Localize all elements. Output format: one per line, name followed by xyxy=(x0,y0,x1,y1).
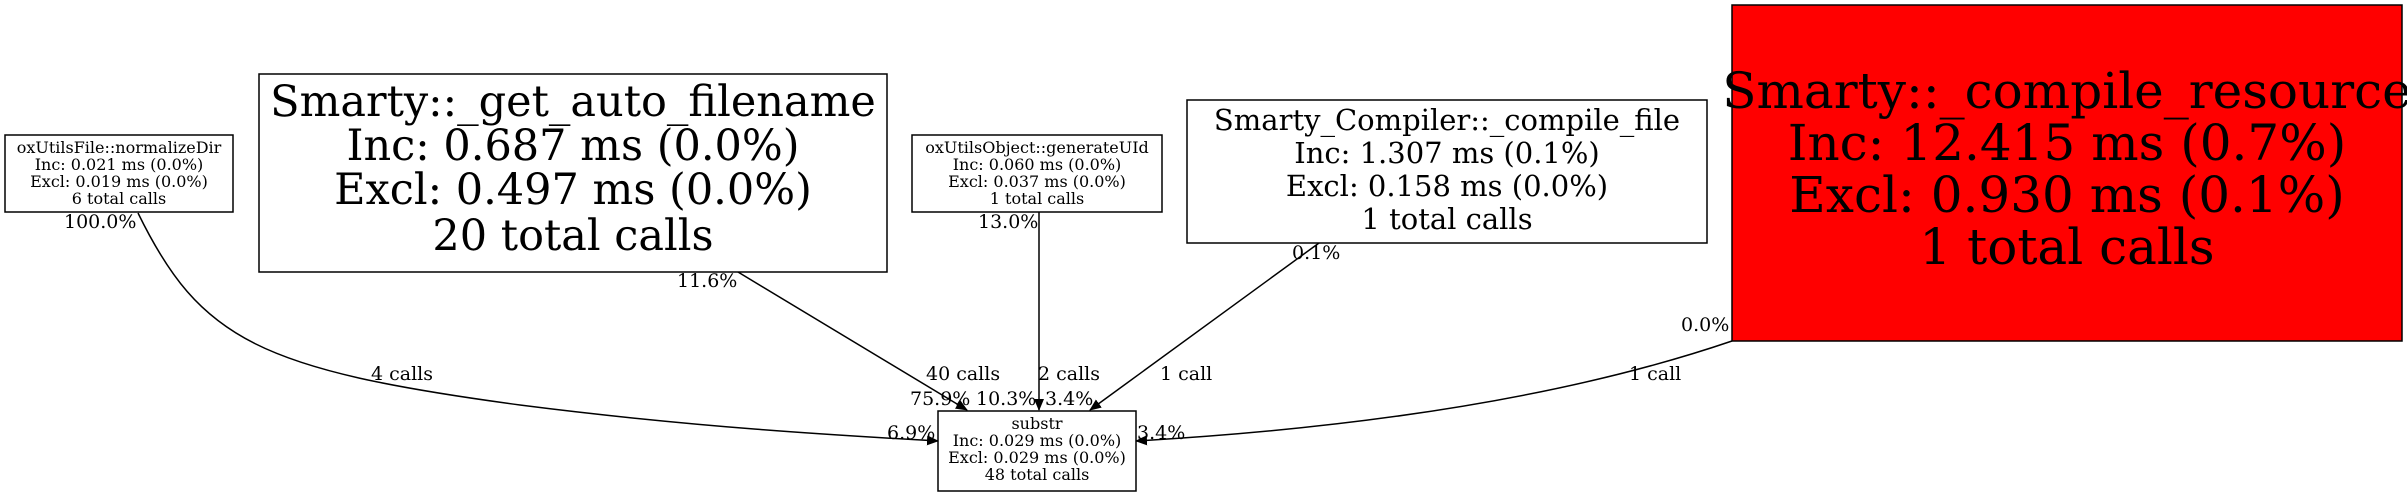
edge-calls-label: 4 calls xyxy=(371,363,433,385)
node-compile-file[interactable]: Smarty_Compiler::_compile_file Inc: 1.30… xyxy=(1186,99,1708,244)
node-calls: 1 total calls xyxy=(1919,218,2214,276)
edge-head-pct: 75.9% xyxy=(910,388,970,410)
node-calls: 48 total calls xyxy=(985,465,1090,484)
node-get-auto-filename[interactable]: Smarty::_get_auto_filename Inc: 0.687 ms… xyxy=(258,73,888,273)
node-inc: Inc: 0.060 ms (0.0%) xyxy=(953,155,1122,174)
edge-tail-pct: 11.6% xyxy=(677,270,737,292)
node-title: Smarty::_get_auto_filename xyxy=(270,77,876,127)
node-excl: Excl: 0.497 ms (0.0%) xyxy=(334,165,812,215)
node-title: oxUtilsObject::generateUId xyxy=(925,138,1149,157)
node-calls: 6 total calls xyxy=(72,189,166,208)
edge-tail-pct: 0.1% xyxy=(1292,242,1340,264)
edge-tail-pct: 100.0% xyxy=(64,211,136,233)
node-excl: Excl: 0.029 ms (0.0%) xyxy=(948,448,1126,467)
edge-head-pct: 3.4% xyxy=(1045,388,1093,410)
edge-calls-label: 1 call xyxy=(1160,363,1212,385)
edge-head-pct: 10.3% xyxy=(976,388,1036,410)
node-calls: 1 total calls xyxy=(1361,202,1532,236)
node-normalizeDir[interactable]: oxUtilsFile::normalizeDir Inc: 0.021 ms … xyxy=(4,134,234,213)
edge-compile-file-substr xyxy=(1089,242,1320,411)
node-generateUId[interactable]: oxUtilsObject::generateUId Inc: 0.060 ms… xyxy=(911,134,1163,213)
edge-normalizeDir-substr xyxy=(137,212,939,446)
node-title: Smarty::_compile_resource xyxy=(1722,62,2407,120)
node-excl: Excl: 0.930 ms (0.1%) xyxy=(1789,166,2344,224)
edge-calls-label: 2 calls xyxy=(1038,363,1100,385)
edge-head-pct: 3.4% xyxy=(1137,422,1185,444)
node-title: Smarty_Compiler::_compile_file xyxy=(1214,103,1680,138)
node-inc: Inc: 0.687 ms (0.0%) xyxy=(347,121,800,171)
node-compile-resource[interactable]: Smarty::_compile_resource Inc: 12.415 ms… xyxy=(1722,4,2407,342)
edge-tail-pct: 0.0% xyxy=(1681,314,1729,336)
node-inc: Inc: 1.307 ms (0.1%) xyxy=(1294,136,1600,170)
node-title: oxUtilsFile::normalizeDir xyxy=(17,138,222,157)
node-inc: Inc: 0.029 ms (0.0%) xyxy=(953,431,1122,450)
node-title: substr xyxy=(1011,414,1062,433)
edge-calls-label: 40 calls xyxy=(926,363,1000,385)
edge-tail-pct: 13.0% xyxy=(978,211,1038,233)
node-excl: Excl: 0.019 ms (0.0%) xyxy=(30,172,208,191)
node-substr[interactable]: substr Inc: 0.029 ms (0.0%) Excl: 0.029 … xyxy=(937,410,1137,492)
node-inc: Inc: 12.415 ms (0.7%) xyxy=(1788,114,2347,172)
node-excl: Excl: 0.158 ms (0.0%) xyxy=(1286,169,1608,203)
edge-calls-label: 1 call xyxy=(1629,363,1681,385)
edge-get-auto-filename-substr xyxy=(737,271,968,411)
edge-head-pct: 6.9% xyxy=(887,422,935,444)
node-excl: Excl: 0.037 ms (0.0%) xyxy=(948,172,1126,191)
node-calls: 20 total calls xyxy=(432,211,713,261)
node-inc: Inc: 0.021 ms (0.0%) xyxy=(35,155,204,174)
edge-compile-resource-substr xyxy=(1135,340,1733,446)
node-calls: 1 total calls xyxy=(990,189,1084,208)
